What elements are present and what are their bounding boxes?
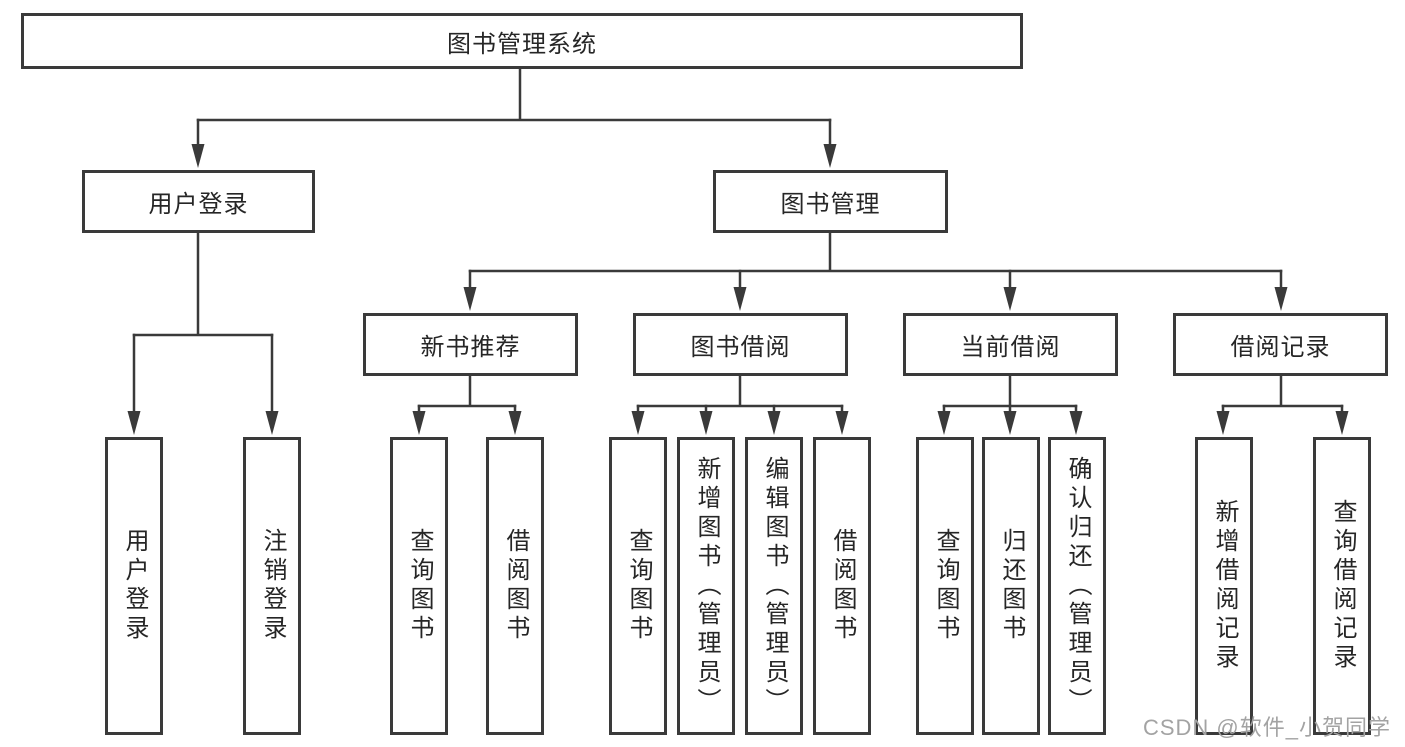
leaf-add-borrow-record: 新增借阅记录: [1195, 437, 1253, 735]
node-new-book-recommendation-label: 新书推荐: [420, 334, 521, 361]
node-current-borrowing: 当前借阅: [903, 313, 1118, 376]
node-book-management-label: 图书管理: [780, 191, 881, 218]
node-book-borrowing: 图书借阅: [633, 313, 848, 376]
csdn-watermark: CSDN @软件_小贺同学: [1142, 715, 1391, 740]
leaf-confirm-return-admin: 确认归还（管理员）: [1048, 437, 1106, 735]
leaf-edit-books-admin: 编辑图书（管理员）: [745, 437, 803, 735]
leaf-query-borrow-record: 查询借阅记录: [1313, 437, 1371, 735]
leaf-user-login: 用户登录: [105, 437, 163, 735]
leaf-logout: 注销登录: [243, 437, 301, 735]
leaf-add-books-admin: 新增图书（管理员）: [677, 437, 735, 735]
node-user-login-label: 用户登录: [148, 191, 249, 218]
node-user-login: 用户登录: [82, 170, 315, 233]
node-new-book-recommendation: 新书推荐: [363, 313, 578, 376]
leaf-borrow-books-recommend: 借阅图书: [486, 437, 544, 735]
leaf-borrow-books: 借阅图书: [813, 437, 871, 735]
leaf-query-books-borrow: 查询图书: [609, 437, 667, 735]
node-root-label: 图书管理系统: [447, 30, 597, 58]
node-current-borrowing-label: 当前借阅: [960, 334, 1061, 361]
leaf-return-books: 归还图书: [982, 437, 1040, 735]
leaf-query-books-recommend: 查询图书: [390, 437, 448, 735]
node-borrowing-records: 借阅记录: [1173, 313, 1388, 376]
node-borrowing-records-label: 借阅记录: [1230, 334, 1331, 361]
node-book-borrowing-label: 图书借阅: [690, 334, 791, 361]
leaf-query-books-current: 查询图书: [916, 437, 974, 735]
node-book-management: 图书管理: [713, 170, 948, 233]
node-root-system: 图书管理系统: [21, 13, 1023, 69]
